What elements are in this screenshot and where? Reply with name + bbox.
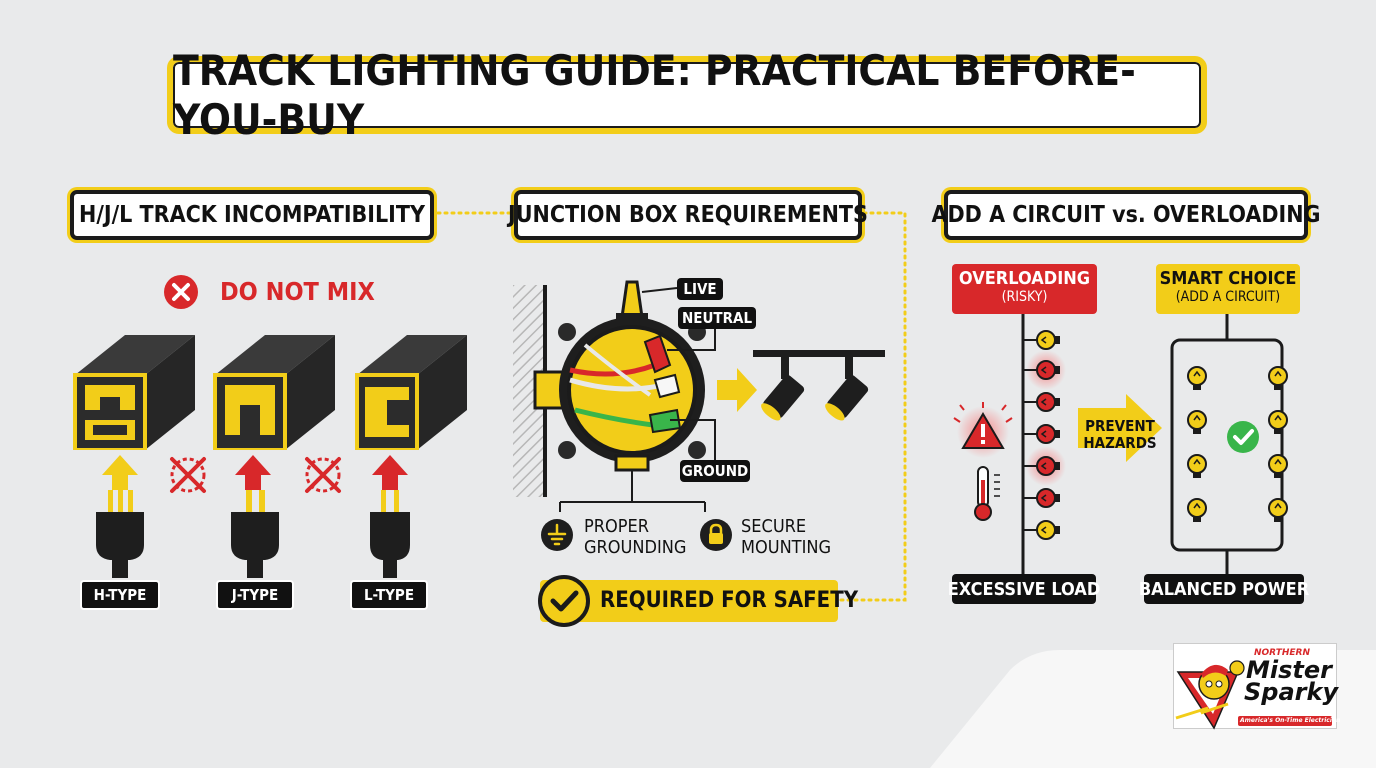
junction-section-header: JUNCTION BOX REQUIREMENTS xyxy=(508,190,868,240)
logo-sparky: Sparky xyxy=(1244,678,1339,706)
plug-icons xyxy=(96,490,410,578)
up-arrow-icon xyxy=(372,455,408,490)
lock-icon xyxy=(700,519,732,551)
ground-icon xyxy=(541,519,573,551)
l-plug-icon xyxy=(370,490,410,578)
x-cross-icon xyxy=(305,457,341,493)
balanced-power-label: BALANCED POWER xyxy=(1139,574,1309,604)
logo-mark xyxy=(1175,660,1332,730)
feature-line: MOUNTING xyxy=(741,537,832,558)
smart-choice-subtitle: (ADD A CIRCUIT) xyxy=(1175,289,1281,305)
overloading-subtitle: (RISKY) xyxy=(1001,289,1048,305)
up-arrow-icon xyxy=(102,455,138,490)
excessive-load-label: EXCESSIVE LOAD xyxy=(948,574,1100,604)
j-track-profile xyxy=(213,335,335,450)
h-type-label: H-TYPE xyxy=(80,580,160,610)
prevent-hazards-label: PREVENT HAZARDS xyxy=(1080,418,1160,452)
live-wire-label: LIVE xyxy=(677,278,723,300)
h-track-profile xyxy=(73,335,195,450)
track-section-header: H/J/L TRACK INCOMPATIBILITY xyxy=(70,190,434,240)
thermometer-icon xyxy=(974,466,1000,521)
x-cross-icon xyxy=(170,457,206,493)
prevent-line: HAZARDS xyxy=(1083,434,1157,452)
check-circle-icon xyxy=(538,575,590,627)
page-title-box: TRACK LIGHTING GUIDE: PRACTICAL BEFORE-Y… xyxy=(167,46,1207,144)
secure-mounting-text: SECURE MOUNTING xyxy=(741,516,831,558)
logo-mister: Mister xyxy=(1246,656,1332,684)
neutral-wire-label: NEUTRAL xyxy=(678,307,756,329)
ground-wire-label: GROUND xyxy=(680,460,750,482)
junction-box xyxy=(558,280,706,472)
brand-logo: NORTHERN Mister Sparky America's On-Time… xyxy=(1173,643,1341,730)
feature-line: GROUNDING xyxy=(584,537,687,558)
smart-choice-badge: SMART CHOICE (ADD A CIRCUIT) xyxy=(1156,264,1300,314)
up-arrow-icon xyxy=(235,455,271,490)
j-type-label: J-TYPE xyxy=(216,580,294,610)
proper-grounding-text: PROPER GROUNDING xyxy=(584,516,686,558)
smart-choice-title: SMART CHOICE xyxy=(1159,268,1297,289)
junction-box-diagram xyxy=(513,280,885,512)
l-track-profile xyxy=(355,335,467,450)
track-light-fixture xyxy=(753,350,885,421)
h-plug-icon xyxy=(96,490,144,578)
overloaded-bulbs xyxy=(1023,330,1066,540)
arrows-and-crosses xyxy=(102,455,408,493)
prevent-line: PREVENT xyxy=(1085,417,1155,435)
overloading-title: OVERLOADING xyxy=(958,268,1091,289)
j-plug-icon xyxy=(231,490,279,578)
warning-triangle-icon xyxy=(953,402,1013,458)
feature-line: SECURE xyxy=(741,516,807,537)
right-arrow-icon xyxy=(717,368,757,412)
x-circle-icon xyxy=(164,275,198,309)
page-title: TRACK LIGHTING GUIDE: PRACTICAL BEFORE-Y… xyxy=(173,46,1136,144)
check-icon xyxy=(1227,421,1259,453)
overloading-badge: OVERLOADING (RISKY) xyxy=(952,264,1097,314)
prevent-hazards-arrow xyxy=(1078,394,1162,462)
track-profiles xyxy=(73,335,467,450)
l-type-label: L-TYPE xyxy=(350,580,428,610)
required-for-safety-label: REQUIRED FOR SAFETY xyxy=(600,588,859,613)
logo-tagline: America's On-Time Electrician xyxy=(1240,717,1341,724)
logo-northern: NORTHERN xyxy=(1254,648,1310,658)
feature-line: PROPER xyxy=(584,516,650,537)
circuit-section-header: ADD A CIRCUIT vs. OVERLOADING xyxy=(931,190,1321,240)
do-not-mix-label: DO NOT MIX xyxy=(220,277,375,306)
circuit-comparison-diagram xyxy=(953,314,1288,578)
